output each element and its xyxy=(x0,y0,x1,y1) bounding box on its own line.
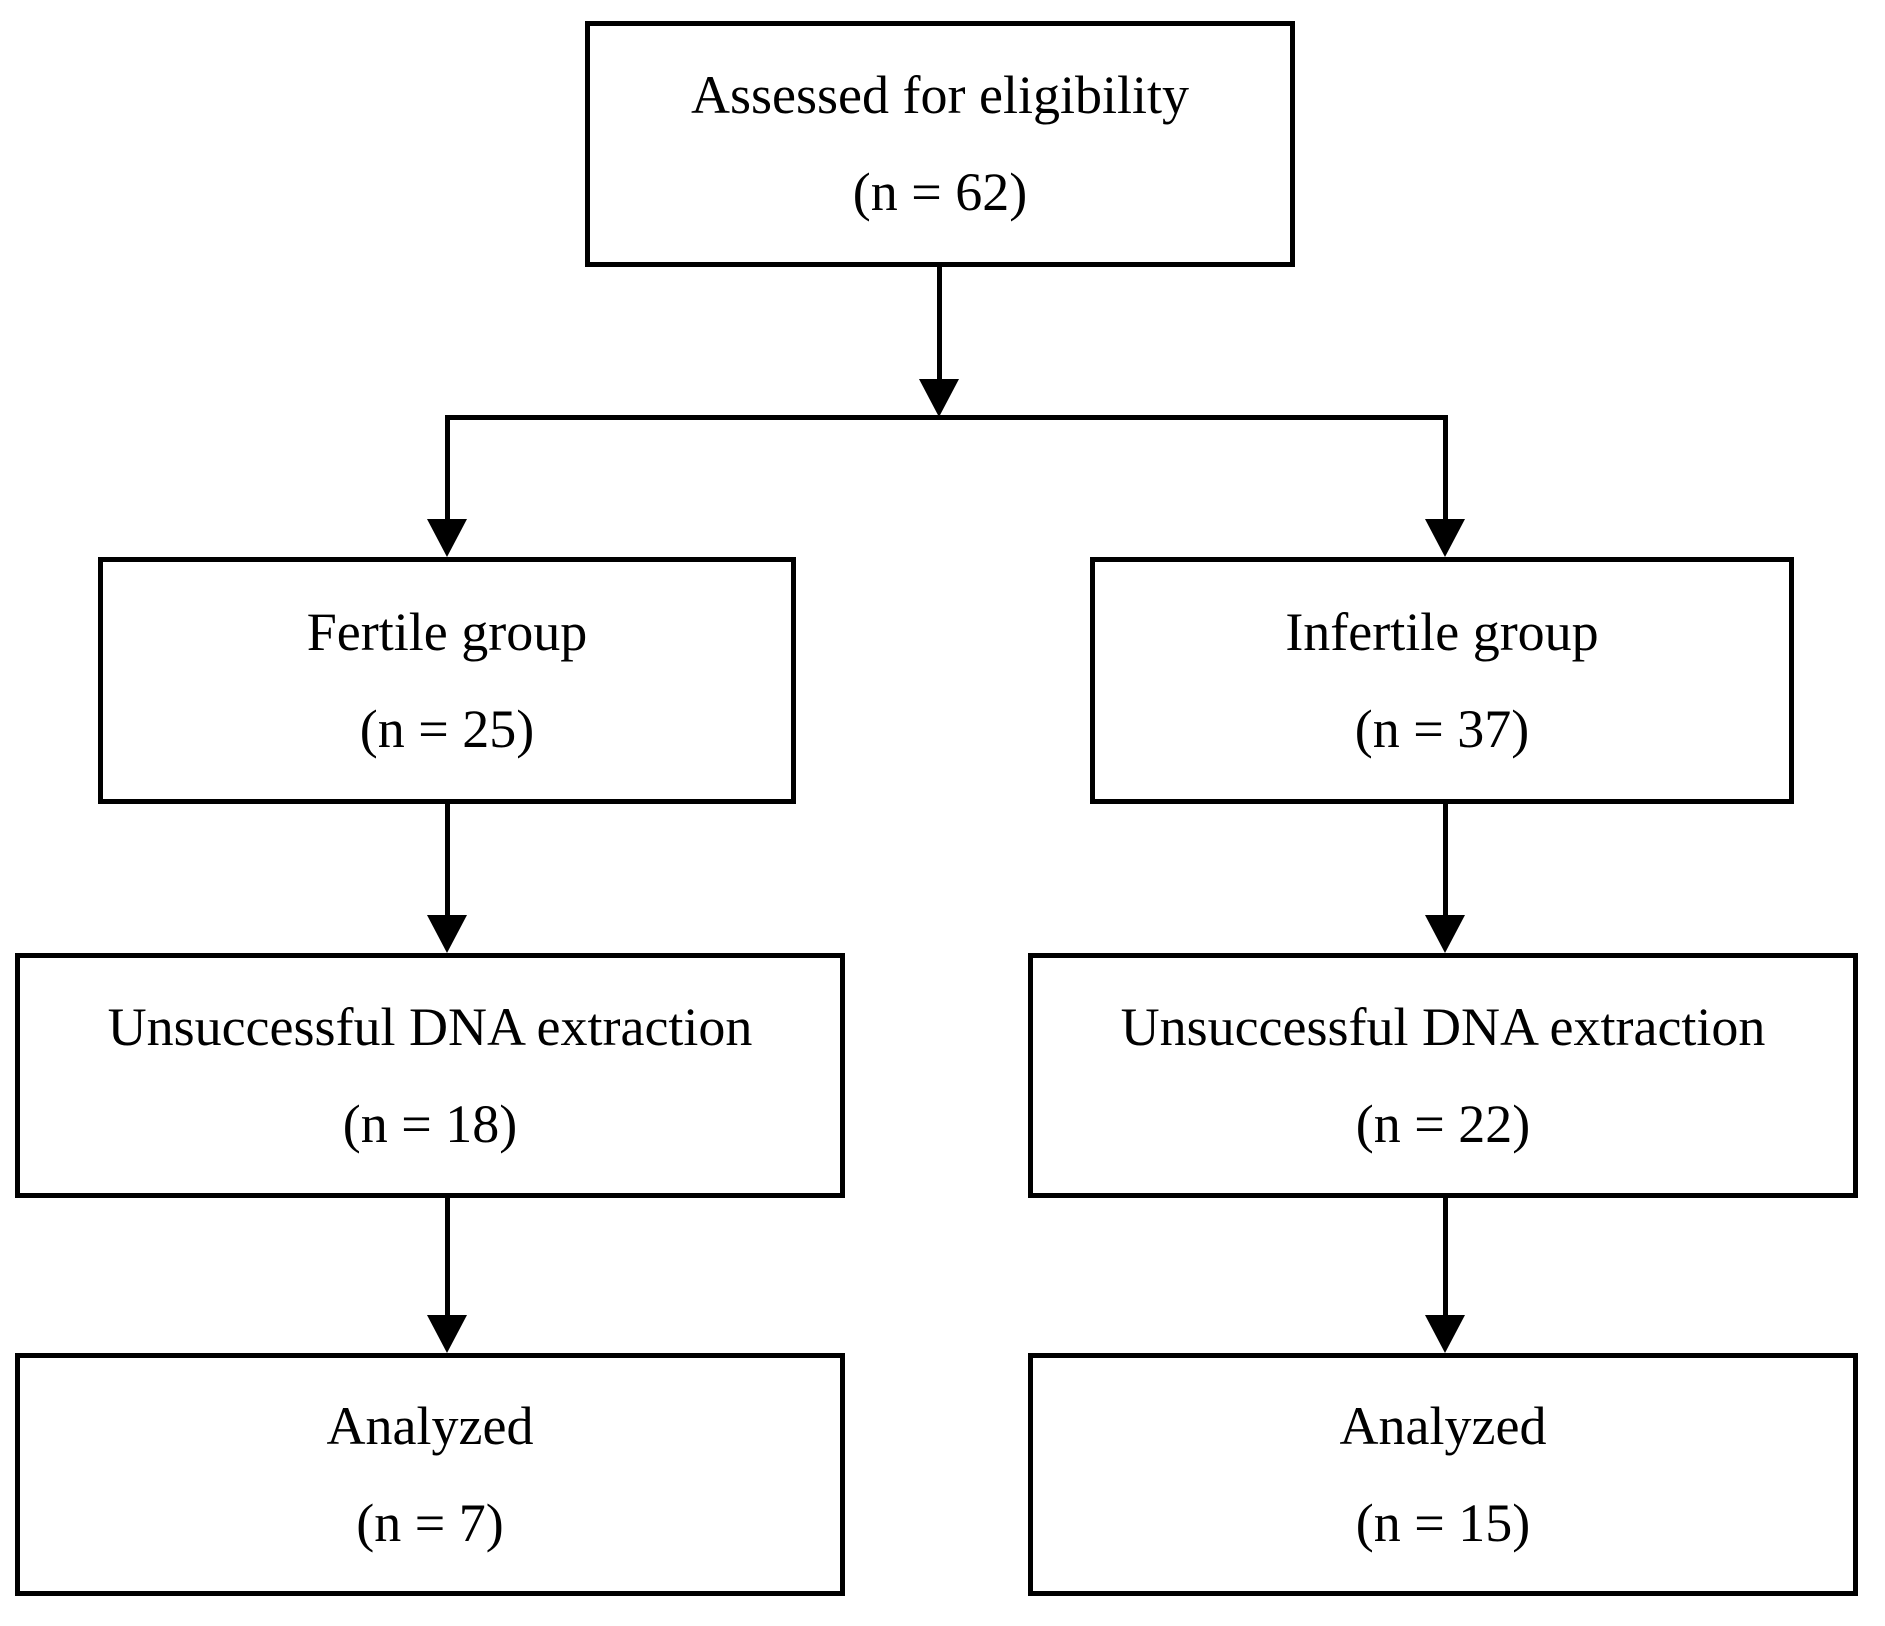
box-count: (n = 37) xyxy=(1354,698,1530,759)
down-arrowhead-icon xyxy=(1425,915,1465,953)
connector-fertile-analyzed-line xyxy=(445,1196,450,1317)
box-count: (n = 62) xyxy=(852,162,1028,222)
down-arrowhead-icon xyxy=(427,1315,467,1353)
box-label: Assessed for eligibility xyxy=(691,65,1189,126)
box-unsuccessful-dna-extraction-fertile: Unsuccessful DNA extraction (n = 18) xyxy=(15,953,845,1198)
box-analyzed-fertile: Analyzed (n = 7) xyxy=(15,1353,845,1596)
box-label: Analyzed xyxy=(326,1395,534,1456)
box-count: (n = 22) xyxy=(1355,1093,1531,1154)
box-label: Fertile group xyxy=(306,601,588,662)
down-arrowhead-icon xyxy=(1425,1315,1465,1353)
box-count: (n = 25) xyxy=(359,698,535,759)
box-fertile-group: Fertile group (n = 25) xyxy=(98,557,796,804)
box-count: (n = 7) xyxy=(356,1492,504,1553)
connector-infertile-line xyxy=(1443,417,1448,521)
box-infertile-group: Infertile group (n = 37) xyxy=(1090,557,1794,804)
box-count: (n = 18) xyxy=(342,1093,518,1154)
connector-infertile-analyzed-line xyxy=(1443,1196,1448,1317)
connector-eligibility-line xyxy=(937,263,942,381)
split-horizontal-line xyxy=(445,415,1448,420)
connector-infertile-dna-line xyxy=(1443,801,1448,917)
down-arrowhead-icon xyxy=(1425,519,1465,557)
box-count: (n = 15) xyxy=(1355,1492,1531,1553)
box-label: Infertile group xyxy=(1285,601,1599,662)
box-label: Unsuccessful DNA extraction xyxy=(1120,996,1766,1057)
box-label: Unsuccessful DNA extraction xyxy=(107,996,753,1057)
box-analyzed-infertile: Analyzed (n = 15) xyxy=(1028,1353,1858,1596)
connector-fertile-line xyxy=(445,417,450,521)
box-assessed-for-eligibility: Assessed for eligibility (n = 62) xyxy=(585,21,1295,267)
box-label: Analyzed xyxy=(1339,1395,1547,1456)
down-arrowhead-icon xyxy=(427,915,467,953)
down-arrowhead-icon xyxy=(427,519,467,557)
connector-fertile-dna-line xyxy=(445,801,450,917)
down-arrowhead-icon xyxy=(919,379,959,417)
box-unsuccessful-dna-extraction-infertile: Unsuccessful DNA extraction (n = 22) xyxy=(1028,953,1858,1198)
